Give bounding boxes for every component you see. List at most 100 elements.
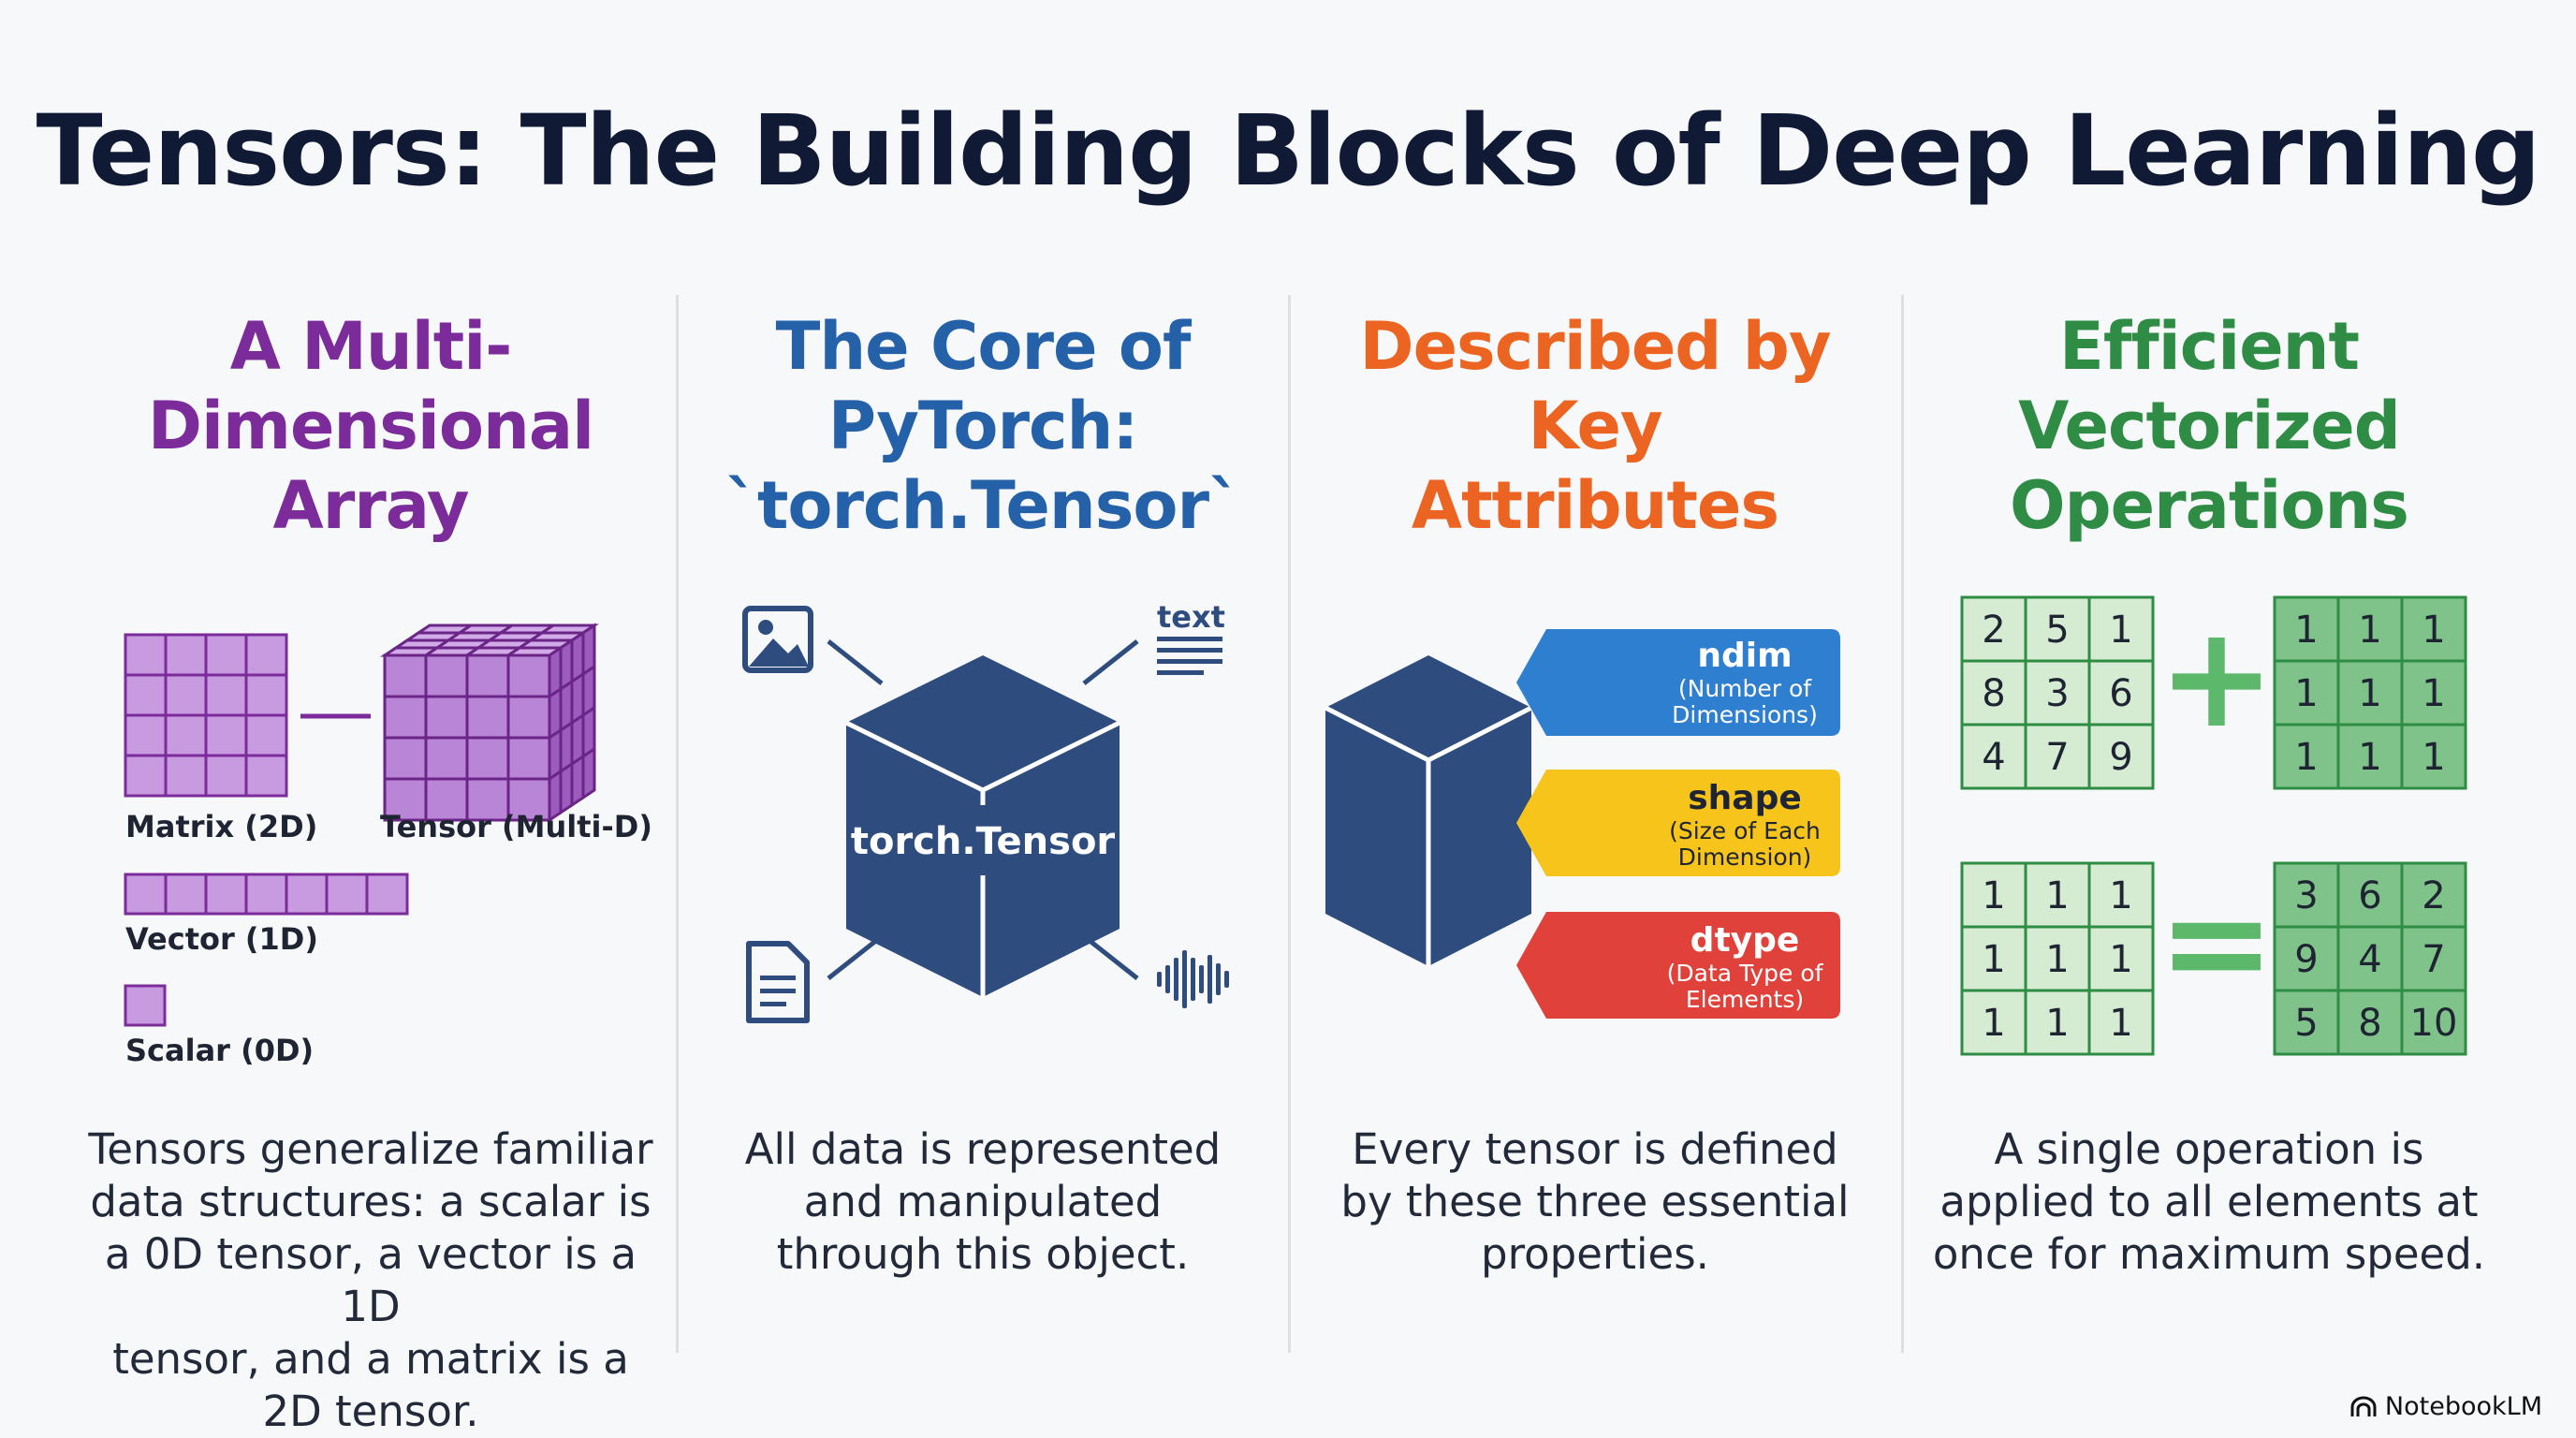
matrix-cell — [164, 673, 208, 717]
matrix-value: 3 — [2045, 672, 2069, 715]
matrix-cell — [2336, 723, 2404, 790]
cube-front-cell — [383, 653, 428, 698]
cube-front-cell — [465, 777, 510, 822]
matrix-value: 9 — [2294, 938, 2318, 981]
matrix-value: 1 — [2045, 938, 2069, 981]
matrix-cell — [2400, 861, 2467, 929]
matrix-cell — [1960, 861, 2027, 929]
matrix-value: 1 — [2109, 1002, 2132, 1045]
matrix-value: 3 — [2294, 874, 2318, 917]
attribute-name: ndim — [1697, 637, 1792, 675]
cube-label: torch.Tensor — [851, 820, 1116, 863]
matrix-cell — [244, 633, 288, 677]
attribute-tag-shape: shape (Size of Each Dimension) — [1516, 770, 1840, 876]
matrix-cell — [124, 673, 168, 717]
brand-name: NotebookLM — [2384, 1392, 2542, 1421]
matrix-cell — [204, 673, 248, 717]
matrix-value: 1 — [2045, 1002, 2069, 1045]
matrix-cell — [244, 713, 288, 757]
vector-1d-row — [124, 873, 409, 916]
wave-bar — [1208, 955, 1212, 1004]
cube-front-cell — [506, 695, 551, 740]
vector-cell — [325, 873, 369, 916]
attribute-tag-dtype: dtype (Data Type of Elements) — [1516, 912, 1840, 1019]
matrix-value: 2 — [1982, 609, 2005, 652]
column-divider — [1901, 295, 1904, 1353]
wave-bar — [1224, 971, 1229, 988]
matrix-value: 10 — [2410, 1002, 2458, 1045]
matrix-cell — [204, 633, 248, 677]
matrix-value: 1 — [2422, 736, 2445, 779]
cube-front-cell — [383, 695, 428, 740]
matrix-value: 7 — [2045, 736, 2069, 779]
matrix-cell — [2087, 723, 2155, 790]
matrix-cell — [244, 754, 288, 798]
vector-cell — [124, 873, 168, 916]
wave-bar — [1157, 972, 1162, 987]
matrix-cell — [2336, 861, 2404, 929]
matrix-value: 4 — [2358, 938, 2381, 981]
vector-cell — [365, 873, 409, 916]
scalar-0d-cell — [124, 984, 167, 1027]
matrix-cell — [2273, 989, 2340, 1056]
attribute-detail: (Data Type of — [1667, 960, 1824, 987]
matrix-cell — [2400, 925, 2467, 992]
matrix-cell — [2087, 659, 2155, 726]
cube-front-cell — [506, 653, 551, 698]
matrix-cell — [124, 754, 168, 798]
attribute-detail: Dimensions) — [1672, 701, 1818, 728]
matrix-cell — [2400, 723, 2467, 790]
matrix-cell — [164, 633, 208, 677]
matrix-value: 1 — [2109, 938, 2132, 981]
matrix-value: 2 — [2422, 874, 2445, 917]
matrix-cell — [124, 713, 168, 757]
matrix-value: 1 — [2294, 736, 2318, 779]
attribute-tag-ndim: ndim (Number of Dimensions) — [1516, 629, 1840, 736]
matrix-value: 1 — [2358, 609, 2381, 652]
matrix-value: 1 — [2358, 736, 2381, 779]
attribute-name: shape — [1688, 779, 1802, 817]
vector-cell — [164, 873, 208, 916]
audio-wave-icon — [1157, 950, 1229, 1008]
cube-front-cell — [465, 736, 510, 781]
cube-side-cell — [581, 746, 596, 800]
page-title: Tensors: The Building Blocks of Deep Lea… — [36, 94, 2541, 208]
text-icon-label: text — [1157, 599, 1225, 635]
cube-side-cell — [570, 754, 585, 808]
matrix-cell — [2400, 989, 2467, 1056]
matrix-cell — [2087, 861, 2155, 929]
matrix-cell — [2024, 659, 2091, 726]
cube-front-cell — [506, 736, 551, 781]
scalar-label: Scalar (0D) — [125, 1033, 314, 1068]
matrix-cell — [2024, 861, 2091, 929]
matrix-value: 1 — [2294, 609, 2318, 652]
wave-bar — [1191, 958, 1195, 1001]
wave-bar — [1216, 963, 1221, 995]
attribute-name: dtype — [1690, 921, 1800, 960]
matrix-cell — [2400, 595, 2467, 663]
matrix-value: 9 — [2109, 736, 2132, 779]
matrix-cell — [2087, 925, 2155, 992]
matrix-value: 5 — [2045, 609, 2069, 652]
matrix-cell — [124, 633, 168, 677]
torch-tensor-cube — [844, 655, 1121, 997]
torch-tensor-illustration: torch.Tensor text — [742, 599, 1229, 1023]
matrix-cell — [2024, 723, 2091, 790]
matrix-value: 8 — [2358, 1002, 2381, 1045]
image-icon — [742, 606, 813, 673]
matrix-value: 1 — [1982, 874, 2005, 917]
matrix-value: 1 — [2045, 874, 2069, 917]
matrix-2d-grid — [124, 633, 288, 798]
equals-symbol: = — [2158, 861, 2276, 1024]
matrix-value: 4 — [1982, 736, 2005, 779]
